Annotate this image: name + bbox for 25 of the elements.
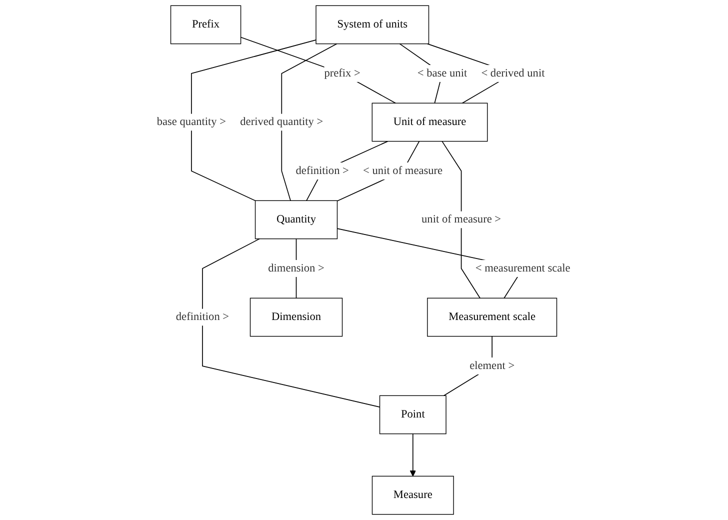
connector — [240, 36, 396, 104]
node-box: Point — [380, 395, 447, 434]
node-box: Quantity — [255, 200, 338, 240]
connector — [442, 140, 481, 299]
node-box: System of units — [316, 5, 430, 44]
edge-label: base quantity > — [157, 116, 226, 128]
edge-label: definition > — [296, 164, 350, 177]
connector — [191, 40, 317, 202]
edge-label: derived quantity > — [240, 116, 324, 128]
arrow — [410, 433, 416, 476]
edge-label: dimension > — [268, 262, 325, 274]
edge-label: definition > — [176, 310, 230, 323]
node-box: Dimension — [250, 298, 344, 337]
edge-label: unit of measure > — [422, 213, 502, 226]
edge-label: < base unit — [418, 67, 468, 80]
node-box: Measure — [372, 476, 454, 515]
edge-label: element > — [470, 360, 515, 372]
connector — [282, 43, 338, 202]
node-box: Unit of measure — [372, 102, 488, 142]
edge-label: < measurement scale — [476, 262, 571, 274]
edge-label: < derived unit — [482, 67, 546, 80]
edge-label: prefix > — [324, 67, 361, 80]
node-box: Prefix — [170, 5, 242, 44]
edge-label: < unit of measure — [363, 164, 443, 177]
node-box: Measurement scale — [427, 298, 558, 337]
